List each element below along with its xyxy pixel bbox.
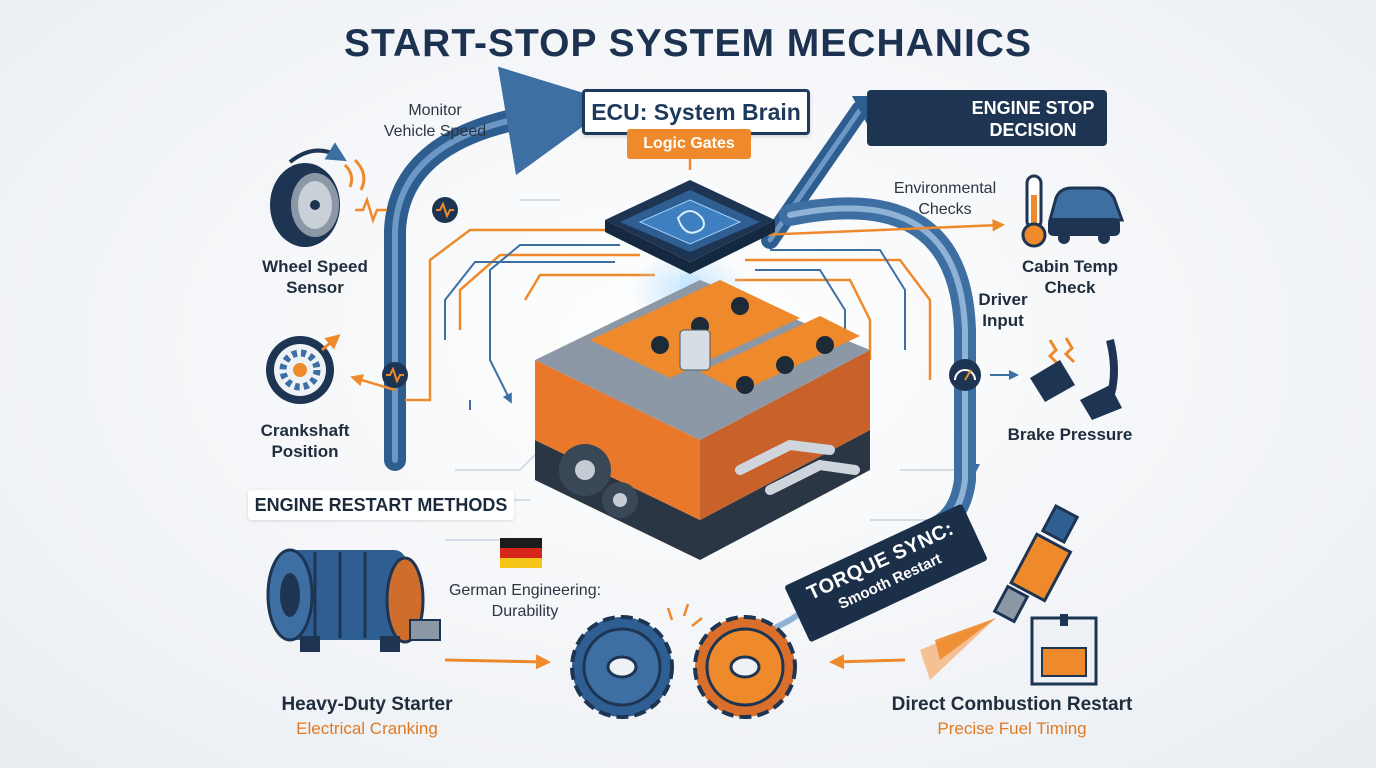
gear-pair-icon (570, 603, 797, 719)
crankshaft-label: Crankshaft Position (240, 420, 370, 462)
starter-subtitle: Electrical Cranking (296, 719, 438, 738)
engine-stop-decision-box: ENGINE STOP DECISION (867, 90, 1107, 146)
page-title: START-STOP SYSTEM MECHANICS (344, 22, 1032, 65)
thermometer-icon (1021, 174, 1047, 248)
flow-arcs (384, 66, 976, 663)
pedal-icon (1030, 337, 1122, 420)
decision-line2: DECISION (989, 120, 1077, 140)
environmental-checks-label: Environmental Checks (870, 178, 1020, 220)
cabin-temp-label: Cabin Temp Check (1010, 256, 1130, 298)
env-line1: Environmental (893, 180, 997, 197)
monitor-speed-label: Monitor Vehicle Speed (360, 100, 510, 142)
german-flag-icon (500, 538, 542, 568)
gauge-icon (949, 359, 981, 391)
engine-block-icon (535, 280, 870, 560)
german-engineering-label: German Engineering: Durability (430, 580, 620, 622)
german-line2: Durability (491, 603, 559, 620)
wheel-speed-label: Wheel Speed Sensor (240, 256, 390, 298)
monitor-line1: Monitor (408, 102, 462, 119)
cabin-line2: Check (1044, 278, 1096, 297)
driver-input-label: Driver Input (960, 289, 1046, 331)
german-line1: German Engineering: (448, 582, 602, 599)
crank-line2: Position (271, 442, 339, 461)
env-line2: Checks (918, 201, 972, 218)
signal-lines-blue (444, 244, 1019, 474)
fuel-injector-icon (920, 503, 1080, 680)
waveform-icon (355, 196, 458, 388)
starter-motor-icon (266, 548, 441, 652)
combustion-subtitle: Precise Fuel Timing (937, 719, 1087, 738)
combustion-title: Direct Combustion Restart (891, 694, 1133, 715)
cabin-line1: Cabin Temp (1021, 257, 1119, 276)
wheel-line2: Sensor (286, 278, 344, 297)
driver-line1: Driver (978, 290, 1028, 309)
wheel-line1: Wheel Speed (262, 257, 368, 276)
restart-methods-heading: ENGINE RESTART METHODS (248, 490, 514, 520)
car-icon (1048, 186, 1125, 244)
driver-line2: Input (982, 311, 1024, 330)
logic-gates-label: Logic Gates (627, 129, 751, 159)
ecu-label: ECU: System Brain (582, 89, 810, 135)
signal-lines (350, 120, 1005, 670)
gear-sensor-icon (266, 334, 341, 404)
monitor-line2: Vehicle Speed (383, 123, 487, 140)
brake-pressure-label: Brake Pressure (1007, 425, 1133, 444)
wheel-icon (270, 142, 366, 247)
decision-line1: ENGINE STOP (971, 98, 1095, 118)
crank-line1: Crankshaft (260, 421, 350, 440)
starter-title: Heavy-Duty Starter (281, 694, 453, 715)
piston-icon (1030, 614, 1098, 686)
